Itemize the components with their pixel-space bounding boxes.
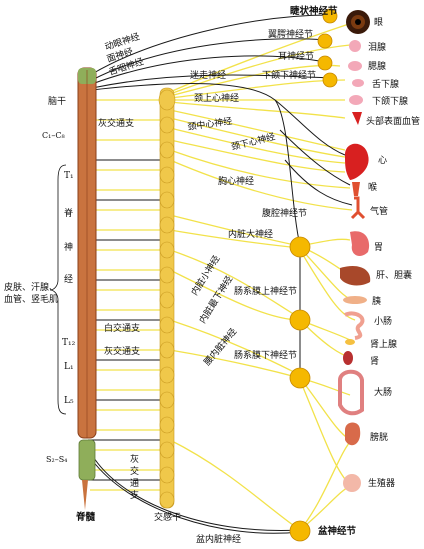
label-head-vessels: 头部表面血管 bbox=[366, 115, 420, 127]
label-heart: 心 bbox=[378, 155, 387, 166]
label-superior-cervical: 颈上心神经 bbox=[194, 92, 239, 104]
label-pelvic-ganglion: 盆神经节 bbox=[317, 525, 357, 537]
label-l1: L₁ bbox=[64, 362, 74, 372]
label-greater-splanchnic: 内脏大神经 bbox=[228, 228, 273, 240]
label-eye: 眼 bbox=[374, 17, 383, 28]
label-middle-cervical: 颈中心神经 bbox=[187, 115, 233, 133]
label-brainstem: 脑干 bbox=[48, 95, 66, 107]
label-white-ramus: 白交通支 bbox=[104, 322, 140, 334]
kidney-icon bbox=[343, 351, 353, 365]
sup-mesenteric-ganglion bbox=[289, 309, 311, 331]
label-gray-ramus-v4: 支 bbox=[130, 489, 139, 501]
celiac-ganglion bbox=[289, 236, 311, 258]
label-sup-mesenteric-ganglion: 肠系膜上神经节 bbox=[234, 285, 297, 297]
label-celiac-ganglion: 腹腔神经节 bbox=[262, 207, 307, 219]
small-intestine-icon bbox=[344, 311, 365, 340]
sympathetic-trunk bbox=[158, 87, 176, 509]
label-skin: 皮肤、汗腺、 bbox=[4, 281, 58, 293]
label-parotid: 腮腺 bbox=[368, 60, 386, 72]
parasympathetic-fibers bbox=[88, 14, 353, 534]
vessel-icon bbox=[352, 112, 362, 125]
large-intestine-icon bbox=[338, 369, 364, 416]
label-vagus: 迷走神经 bbox=[190, 69, 226, 81]
label-inf-mesenteric-ganglion: 肠系膜下神经节 bbox=[234, 349, 297, 361]
label-submandibular-ganglion: 下颌下神经节 bbox=[262, 69, 316, 81]
label-bladder: 膀胱 bbox=[370, 431, 388, 443]
trachea-icon bbox=[350, 196, 366, 220]
pancreas-icon bbox=[343, 296, 367, 304]
label-t12: T₁₂ bbox=[62, 338, 76, 348]
label-trachea: 气管 bbox=[370, 205, 388, 217]
genitals-icon bbox=[343, 474, 361, 492]
label-otic-ganglion: 耳神经节 bbox=[278, 50, 314, 62]
label-vessels: 血管、竖毛肌 bbox=[4, 293, 58, 305]
label-lacrimal: 泪腺 bbox=[368, 41, 386, 53]
label-adrenal: 肾上腺 bbox=[370, 338, 397, 350]
label-spinal-1: 脊 bbox=[64, 207, 73, 219]
spinal-nerve-bracket bbox=[49, 164, 67, 415]
label-gray-ramus-v3: 通 bbox=[130, 478, 139, 489]
lacrimal-icon bbox=[349, 40, 361, 52]
label-stomach: 胃 bbox=[374, 242, 383, 253]
parotid-icon bbox=[348, 61, 362, 71]
label-pancreas: 胰 bbox=[372, 295, 381, 307]
label-ciliary-ganglion: 睫状神经节 bbox=[290, 5, 338, 17]
label-gray-ramus-mid: 灰交通支 bbox=[104, 345, 140, 357]
label-s2-s4: S₂–S₄ bbox=[46, 455, 67, 464]
stomach-icon bbox=[350, 231, 370, 256]
liver-icon bbox=[340, 265, 371, 286]
label-c1-c8: C₁–C₈ bbox=[42, 131, 65, 140]
sympathetic-fibers bbox=[90, 21, 356, 531]
label-small-intestine: 小肠 bbox=[374, 316, 392, 327]
label-pterygopalatine-ganglion: 翼腭神经节 bbox=[268, 28, 313, 40]
label-spinal-cord: 脊髓 bbox=[75, 511, 96, 523]
cranial-ganglia bbox=[317, 8, 338, 88]
inf-mesenteric-ganglion bbox=[289, 367, 311, 389]
prevertebral-ganglia bbox=[289, 236, 311, 542]
pelvic-ganglion bbox=[289, 520, 311, 542]
label-t1: T₁ bbox=[64, 171, 74, 181]
label-thoracic-cardiac: 胸心神经 bbox=[218, 175, 254, 187]
spinal-cord bbox=[77, 67, 97, 510]
sublingual-icon bbox=[352, 79, 364, 87]
label-gray-ramus-v1: 灰 bbox=[130, 453, 139, 465]
label-larynx: 喉 bbox=[368, 181, 377, 193]
label-spinal-2: 神 bbox=[64, 241, 73, 253]
adrenal-icon bbox=[345, 339, 355, 345]
submandibular-icon bbox=[349, 95, 363, 105]
organs bbox=[338, 10, 371, 492]
label-large-intestine: 大肠 bbox=[374, 386, 392, 398]
label-genitals: 生殖器 bbox=[368, 477, 395, 489]
heart-icon bbox=[345, 143, 369, 180]
label-pelvic-splanchnic: 盆内脏神经 bbox=[196, 533, 241, 545]
larynx-icon bbox=[352, 182, 360, 196]
label-submandibular: 下颌下腺 bbox=[372, 95, 408, 107]
label-liver: 肝、胆囊 bbox=[376, 269, 412, 281]
label-sublingual: 舌下腺 bbox=[372, 78, 399, 90]
label-gray-ramus-v2: 交 bbox=[130, 465, 139, 477]
label-gray-ramus-top: 灰交通支 bbox=[98, 117, 134, 129]
label-kidney: 肾 bbox=[370, 356, 379, 367]
label-l5: L₅ bbox=[64, 396, 74, 406]
label-spinal-3: 经 bbox=[64, 273, 73, 285]
label-sympathetic-trunk: 交感干 bbox=[154, 511, 181, 523]
bladder-icon bbox=[345, 422, 361, 446]
